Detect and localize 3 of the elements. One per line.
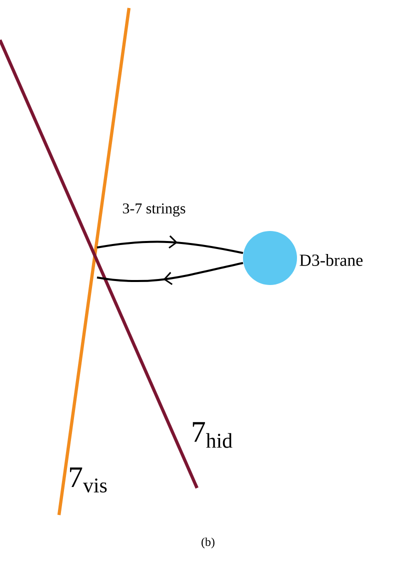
brane-circle (243, 231, 297, 285)
panel-label: (b) (202, 538, 214, 548)
node-label: D3-brane (300, 254, 363, 266)
